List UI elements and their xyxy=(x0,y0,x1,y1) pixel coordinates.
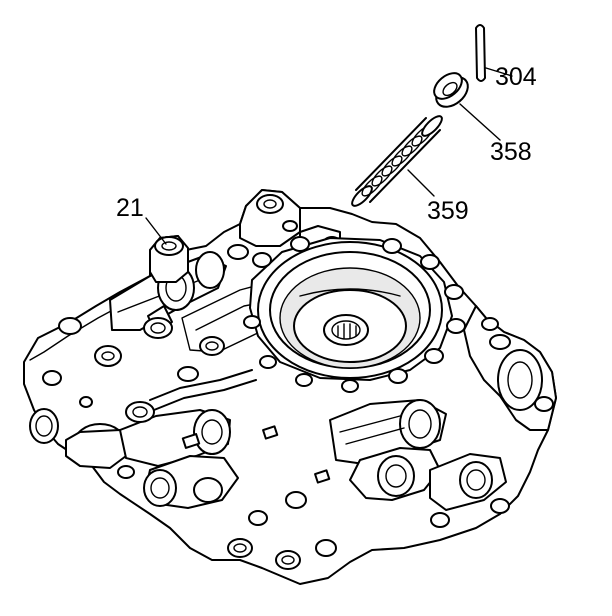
leader-358 xyxy=(459,103,501,141)
leader-304 xyxy=(485,67,513,77)
callout-304: 304 xyxy=(495,63,537,91)
seat-358 xyxy=(433,72,469,108)
callout-359: 359 xyxy=(427,197,469,225)
callout-21: 21 xyxy=(116,194,144,222)
spring-359 xyxy=(351,115,443,207)
leader-21 xyxy=(145,217,167,245)
callout-358: 358 xyxy=(490,138,532,166)
valve-body xyxy=(23,189,557,585)
pin-304 xyxy=(475,24,486,82)
leader-359 xyxy=(407,169,435,197)
